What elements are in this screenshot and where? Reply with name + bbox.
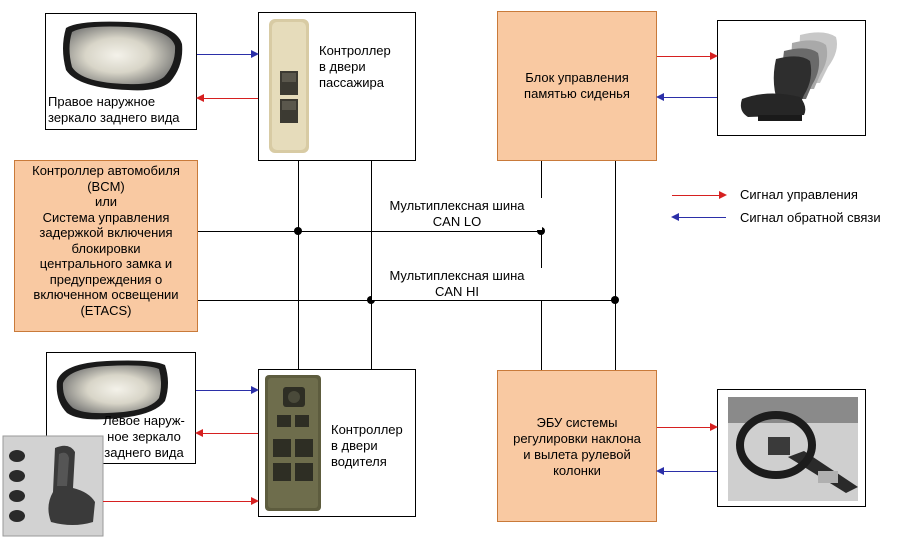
door-switch-icon (269, 19, 309, 153)
bcm-label: Контроллер автомобиля (BCM) или Система … (15, 163, 197, 318)
junction-dot (367, 296, 375, 304)
bcm-label-line: центрального замка и (39, 256, 173, 271)
arrow-line (200, 433, 258, 434)
door-switch-icon (265, 375, 321, 511)
junction-dot (611, 296, 619, 304)
passenger-label-line: в двери (319, 59, 366, 74)
bcm-label-line: Контроллер автомобиля (32, 163, 180, 178)
can-hi-label-line: Мультиплексная шина (389, 268, 525, 283)
arrow-line (201, 98, 258, 99)
arrow-head (656, 93, 664, 101)
passenger-label-line: пассажира (319, 75, 384, 90)
driver-label-line: водителя (331, 454, 387, 469)
bcm-label-line: предупреждения о (49, 271, 163, 287)
left-mirror-label-line: Левое наруж- (103, 413, 185, 428)
arrow-line (676, 217, 726, 218)
arrow-line (672, 195, 722, 196)
junction-dot (294, 227, 302, 235)
passenger-drop-right (371, 160, 372, 370)
passenger-label-line: Контроллер (319, 43, 391, 58)
can-hi-label-line: CAN HI (434, 284, 480, 299)
arrow-line (661, 471, 717, 472)
left-mirror-label: Левое наруж- ное зеркало заднего вида (92, 413, 196, 461)
passenger-door-controller-box: Контроллер в двери пассажира (258, 12, 416, 161)
seat-memory-label-line: памятью сиденья (524, 86, 630, 101)
arrow-head (196, 94, 204, 102)
left-mirror-label-line: заднего вида (104, 445, 184, 460)
right-mirror-label-line: Правое наружное (48, 94, 156, 109)
steering-image-box (717, 389, 866, 507)
can-lo-label-line: CAN LO (432, 214, 482, 229)
can-hi-line (14, 300, 616, 301)
passenger-controller-label: Контроллер в двери пассажира (319, 43, 415, 91)
mirror-icon (63, 21, 183, 91)
arrow-head (671, 213, 679, 221)
can-lo-label: Мультиплексная шина CAN LO (372, 198, 542, 230)
seat-memory-label: Блок управления памятью сиденья (498, 70, 656, 102)
bcm-label-line: Система управления (42, 209, 170, 225)
seat-memory-unit-box: Блок управления памятью сиденья (497, 11, 657, 161)
steering-ecu-label: ЭБУ системы регулировки наклона и вылета… (498, 415, 656, 479)
arrow-line (657, 56, 713, 57)
steering-label-line: и вылета рулевой (523, 447, 631, 462)
bcm-etacs-box: Контроллер автомобиля (BCM) или Система … (14, 160, 198, 332)
can-hi-label: Мультиплексная шина CAN HI (372, 268, 542, 300)
junction-dot (537, 227, 545, 235)
legend-control-label: Сигнал управления (740, 187, 858, 202)
right-mirror-box: Правое наружное зеркало заднего вида (45, 13, 197, 130)
arrow-head (719, 191, 727, 199)
arrow-line (197, 54, 254, 55)
seat-drop-left (541, 160, 542, 370)
steering-column-icon (728, 397, 858, 501)
arrow-head (251, 386, 259, 394)
can-lo-label-line: Мультиплексная шина (389, 198, 525, 213)
arrow-line (657, 427, 713, 428)
arrow-line (103, 501, 254, 502)
seat-switch-icon (2, 435, 104, 537)
driver-label-line: в двери (331, 438, 378, 453)
seat-icon (740, 32, 837, 121)
passenger-drop-left (298, 160, 299, 370)
steering-label-line: регулировки наклона (513, 431, 641, 446)
arrow-head (710, 423, 718, 431)
arrow-head (656, 467, 664, 475)
arrow-head (251, 50, 259, 58)
seat-drop-right (615, 160, 616, 370)
legend-feedback-label: Сигнал обратной связи (740, 210, 881, 225)
bcm-label-line: или (94, 194, 118, 209)
driver-label-line: Контроллер (331, 422, 403, 437)
bcm-label-line: блокировки (71, 240, 141, 256)
arrow-line (661, 97, 717, 98)
arrow-head (251, 497, 259, 505)
steering-label-line: колонки (553, 463, 601, 478)
arrow-head (195, 429, 203, 437)
bcm-label-line: включенном освещении (33, 287, 179, 302)
steering-label-line: ЭБУ системы (536, 415, 618, 430)
can-lo-line (14, 231, 541, 232)
bcm-label-line: (BCM) (87, 178, 125, 194)
right-mirror-label-line: зеркало заднего вида (48, 110, 180, 125)
left-mirror-label-line: ное зеркало (107, 429, 181, 444)
bcm-label-line: (ETACS) (80, 302, 132, 318)
arrow-head (710, 52, 718, 60)
seat-memory-label-line: Блок управления (525, 70, 629, 85)
seat-image-box (717, 20, 866, 136)
steering-column-ecu-box: ЭБУ системы регулировки наклона и вылета… (497, 370, 657, 522)
driver-door-controller-box: Контроллер в двери водителя (258, 369, 416, 517)
right-mirror-label: Правое наружное зеркало заднего вида (48, 94, 196, 126)
mirror-icon (56, 360, 168, 420)
driver-controller-label: Контроллер в двери водителя (331, 422, 415, 470)
arrow-line (196, 390, 254, 391)
bcm-label-line: задержкой включения (39, 225, 173, 240)
